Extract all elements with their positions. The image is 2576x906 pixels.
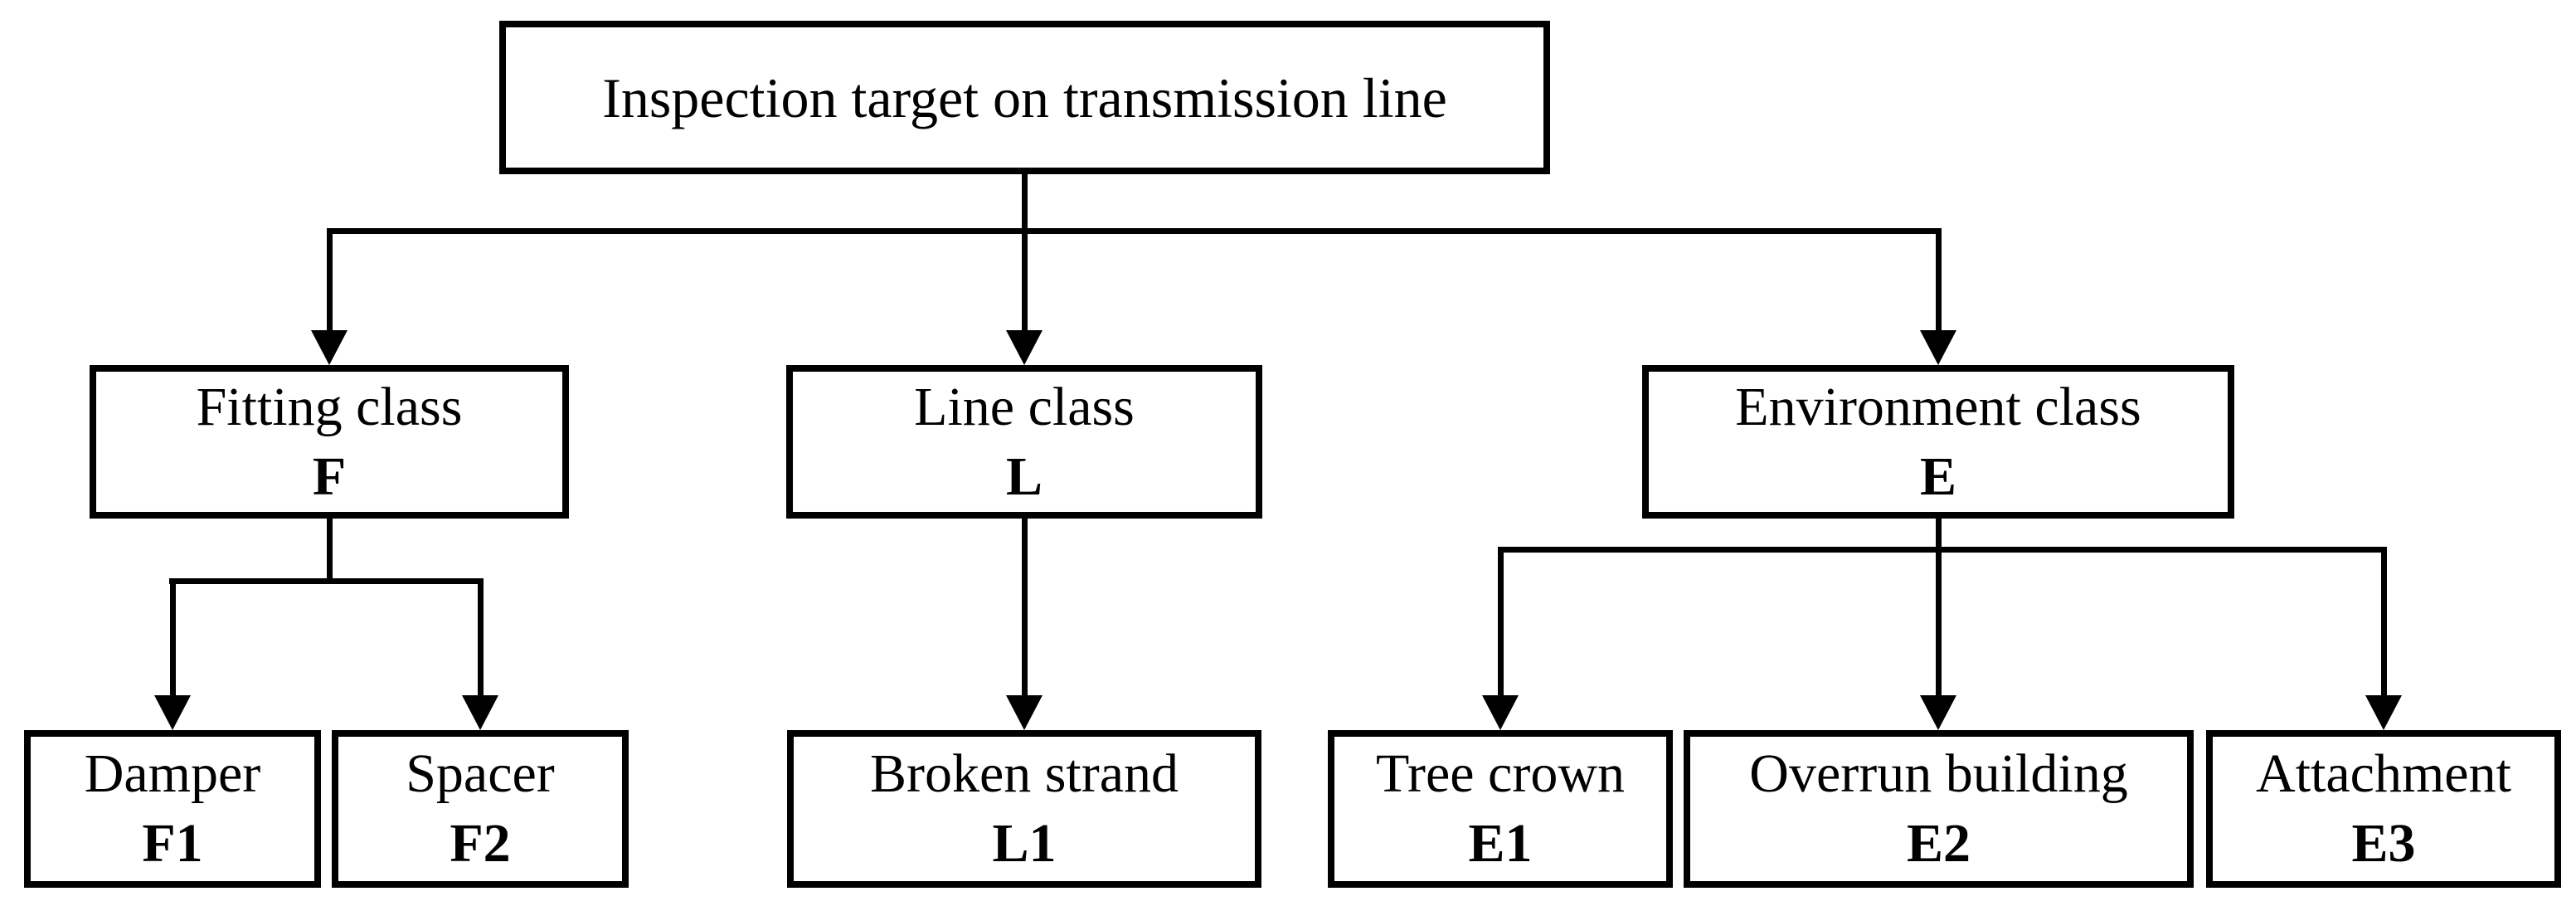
node-spacer: Spacer F2 [332, 730, 629, 888]
node-label: Overrun building [1749, 743, 2128, 804]
node-label: Line class [914, 376, 1135, 437]
arrowhead-down-icon [154, 695, 191, 730]
connector-environment-stub [1936, 519, 1942, 553]
arrowhead-down-icon [2365, 695, 2402, 730]
connector-root-to-fitting [327, 228, 333, 334]
node-code: F2 [450, 813, 511, 874]
node-code: E [1919, 446, 1957, 507]
node-label: Attachment [2256, 743, 2511, 804]
connector-environment-to-overrun-building [1936, 547, 1942, 699]
connector-fitting-to-spacer [478, 578, 484, 699]
node-code: F [312, 446, 347, 507]
connector-root-distributor [327, 228, 1942, 234]
arrowhead-down-icon [1920, 330, 1956, 365]
connector-environment-distributor [1498, 547, 2387, 553]
connector-fitting-distributor [169, 578, 484, 584]
node-label: Environment class [1735, 376, 2141, 437]
connector-root-to-environment [1936, 228, 1942, 334]
node-label: Fitting class [196, 376, 463, 437]
node-label: Tree crown [1376, 743, 1625, 804]
node-environment-class: Environment class E [1642, 365, 2234, 519]
node-line-class: Line class L [786, 365, 1262, 519]
node-code: E3 [2351, 813, 2416, 874]
node-label: Damper [84, 743, 261, 804]
connector-environment-to-tree-crown [1498, 547, 1504, 699]
node-broken-strand: Broken strand L1 [787, 730, 1261, 888]
node-damper: Damper F1 [24, 730, 321, 888]
arrowhead-down-icon [1006, 330, 1043, 365]
node-code: L1 [992, 813, 1057, 874]
node-code: E2 [1906, 813, 1971, 874]
connector-root-stub [1022, 174, 1028, 234]
node-fitting-class: Fitting class F [90, 365, 569, 519]
connector-line-to-broken-strand [1022, 519, 1028, 699]
node-label: Inspection target on transmission line [602, 66, 1447, 129]
node-code: L [1005, 446, 1043, 507]
connector-fitting-stub [327, 519, 333, 584]
arrowhead-down-icon [311, 330, 348, 365]
node-inspection-target: Inspection target on transmission line [499, 21, 1550, 174]
node-code: F1 [142, 813, 203, 874]
node-attachment: Attachment E3 [2206, 730, 2561, 888]
arrowhead-down-icon [1006, 695, 1043, 730]
connector-environment-to-attachment [2381, 547, 2387, 699]
arrowhead-down-icon [1920, 695, 1956, 730]
arrowhead-down-icon [462, 695, 498, 730]
node-tree-crown: Tree crown E1 [1328, 730, 1673, 888]
connector-fitting-to-damper [170, 578, 176, 699]
node-overrun-building: Overrun building E2 [1684, 730, 2194, 888]
node-label: Broken strand [869, 743, 1179, 804]
connector-root-to-line [1022, 228, 1028, 334]
node-label: Spacer [406, 743, 555, 804]
arrowhead-down-icon [1482, 695, 1519, 730]
node-code: E1 [1468, 813, 1533, 874]
